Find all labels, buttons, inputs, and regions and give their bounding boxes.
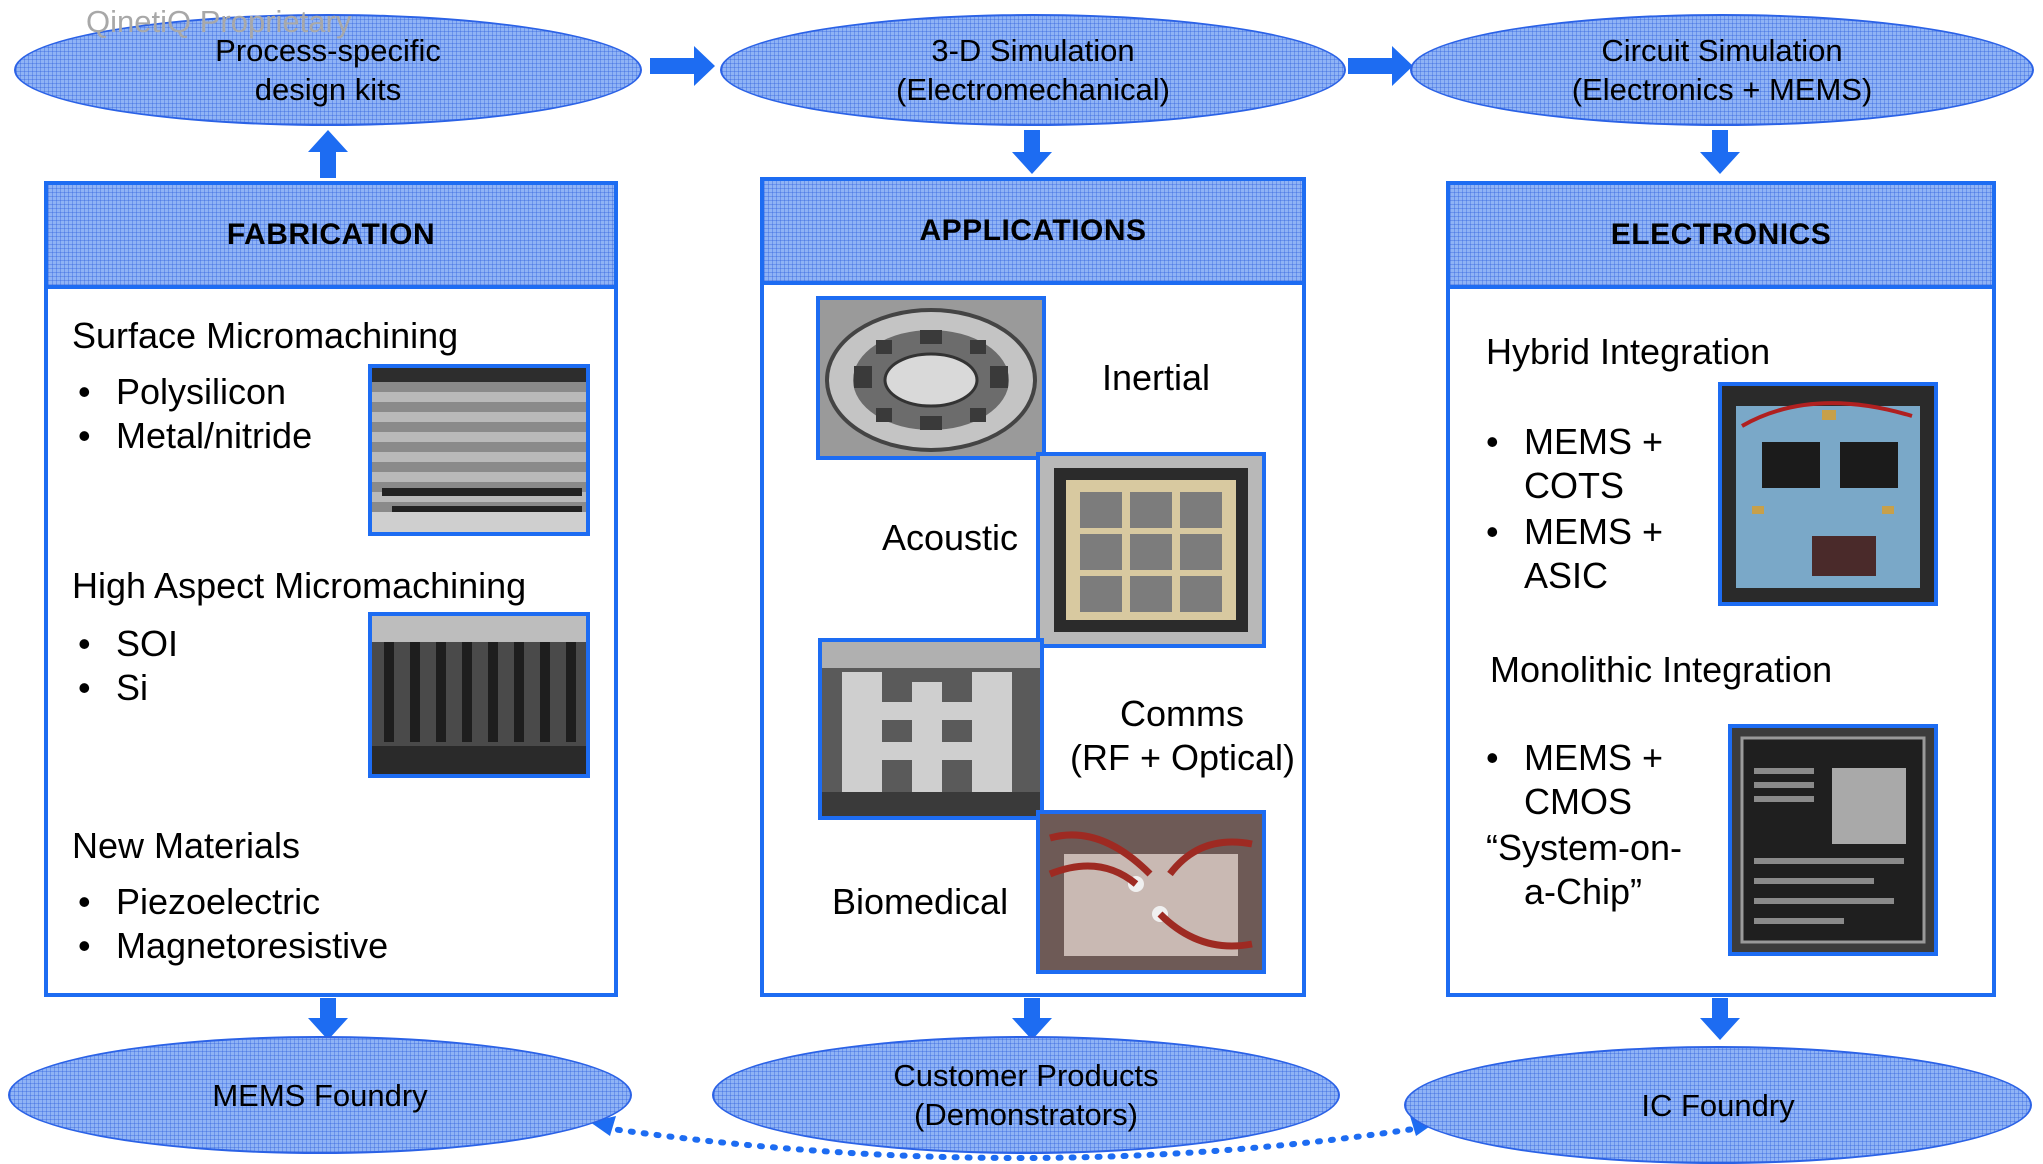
photo-comms xyxy=(818,638,1044,820)
elec-item-line2: COTS xyxy=(1524,465,1625,506)
node-ic-foundry-line1: IC Foundry xyxy=(1641,1087,1795,1123)
watermark: QinetiQ Proprietary xyxy=(86,4,352,39)
bullet-dot: • xyxy=(78,881,91,922)
bullet-dot: • xyxy=(78,623,91,664)
photo-monolithic-integration xyxy=(1728,724,1938,956)
bullet-dot: • xyxy=(1486,421,1499,462)
staircase-image xyxy=(372,368,586,532)
microphone-array-image xyxy=(1040,456,1262,644)
fab-item-label: Piezoelectric xyxy=(116,881,321,922)
node-mems-foundry: MEMS Foundry xyxy=(8,1036,632,1154)
node-design-kits-line1: Process-specific xyxy=(215,33,441,68)
app-label-acoustic: Acoustic xyxy=(882,517,1019,558)
elec-item-line1: MEMS + xyxy=(1524,737,1664,778)
fabrication-panel: FABRICATION Surface Micromachining • Poly… xyxy=(44,181,618,997)
bullet-dot: • xyxy=(1486,737,1499,778)
elec-heading-monolithic: Monolithic Integration xyxy=(1490,649,1833,690)
node-ic-foundry: IC Foundry xyxy=(1404,1046,2032,1164)
bullet-dot: • xyxy=(78,925,91,966)
fab-item-label: Si xyxy=(116,667,149,708)
bullet-dot: • xyxy=(1486,511,1499,552)
fab-heading-high-aspect: High Aspect Micromachining xyxy=(72,565,527,606)
node-mems-foundry-line1: MEMS Foundry xyxy=(212,1077,428,1113)
rf-switch-image xyxy=(822,642,1040,816)
cmos-chip-image xyxy=(1732,728,1934,952)
node-circuit-simulation: Circuit Simulation (Electronics + MEMS) xyxy=(1410,14,2034,126)
app-label-comms: Comms xyxy=(1120,693,1244,734)
node-design-kits-line2: design kits xyxy=(254,72,402,107)
node-circuit-simulation-line2: (Electronics + MEMS) xyxy=(1571,72,1873,107)
elec-system-on-chip-line2: a-Chip” xyxy=(1524,871,1643,912)
app-label-biomedical: Biomedical xyxy=(832,881,1009,922)
bullet-dot: • xyxy=(78,371,91,412)
elec-heading-hybrid: Hybrid Integration xyxy=(1486,331,1771,372)
elec-item-line1: MEMS + xyxy=(1524,421,1664,462)
app-label-rf-optical: (RF + Optical) xyxy=(1070,737,1296,778)
photo-hybrid-integration xyxy=(1718,382,1938,606)
elec-item-line2: ASIC xyxy=(1524,555,1609,596)
node-design-kits: Process-specific design kits xyxy=(14,14,642,126)
hybrid-board-image xyxy=(1722,386,1934,602)
trench-image xyxy=(372,616,586,774)
photo-acoustic xyxy=(1036,452,1266,648)
node-3d-simulation-line2: (Electromechanical) xyxy=(896,72,1170,107)
fab-item-label: Metal/nitride xyxy=(116,415,313,456)
node-3d-simulation: 3-D Simulation (Electromechanical) xyxy=(720,14,1346,126)
fab-item-label: Polysilicon xyxy=(116,371,287,412)
node-customer-products: Customer Products (Demonstrators) xyxy=(712,1036,1340,1154)
biochip-image xyxy=(1040,814,1262,970)
node-customer-products-line1: Customer Products xyxy=(893,1058,1159,1093)
elec-item-line1: MEMS + xyxy=(1524,511,1664,552)
node-customer-products-line2: (Demonstrators) xyxy=(914,1097,1138,1132)
node-3d-simulation-line1: 3-D Simulation xyxy=(931,33,1135,68)
fab-heading-new-materials: New Materials xyxy=(72,825,301,866)
node-circuit-simulation-line1: Circuit Simulation xyxy=(1601,33,1843,68)
bullet-dot: • xyxy=(78,667,91,708)
fab-item-label: SOI xyxy=(116,623,179,664)
fab-heading-surface: Surface Micromachining xyxy=(72,315,459,356)
elec-system-on-chip-line1: “System-on- xyxy=(1486,827,1683,868)
photo-high-aspect xyxy=(368,612,590,778)
electronics-title: ELECTRONICS xyxy=(1450,185,1992,289)
fab-item-label: Magnetoresistive xyxy=(116,925,389,966)
elec-item-line2: CMOS xyxy=(1524,781,1632,822)
bullet-dot: • xyxy=(78,415,91,456)
photo-inertial xyxy=(816,296,1046,460)
gyro-image xyxy=(820,300,1042,456)
applications-title: APPLICATIONS xyxy=(764,181,1302,285)
photo-biomedical xyxy=(1036,810,1266,974)
fabrication-title: FABRICATION xyxy=(48,185,614,289)
app-label-inertial: Inertial xyxy=(1102,357,1211,398)
photo-surface-micromachining xyxy=(368,364,590,536)
